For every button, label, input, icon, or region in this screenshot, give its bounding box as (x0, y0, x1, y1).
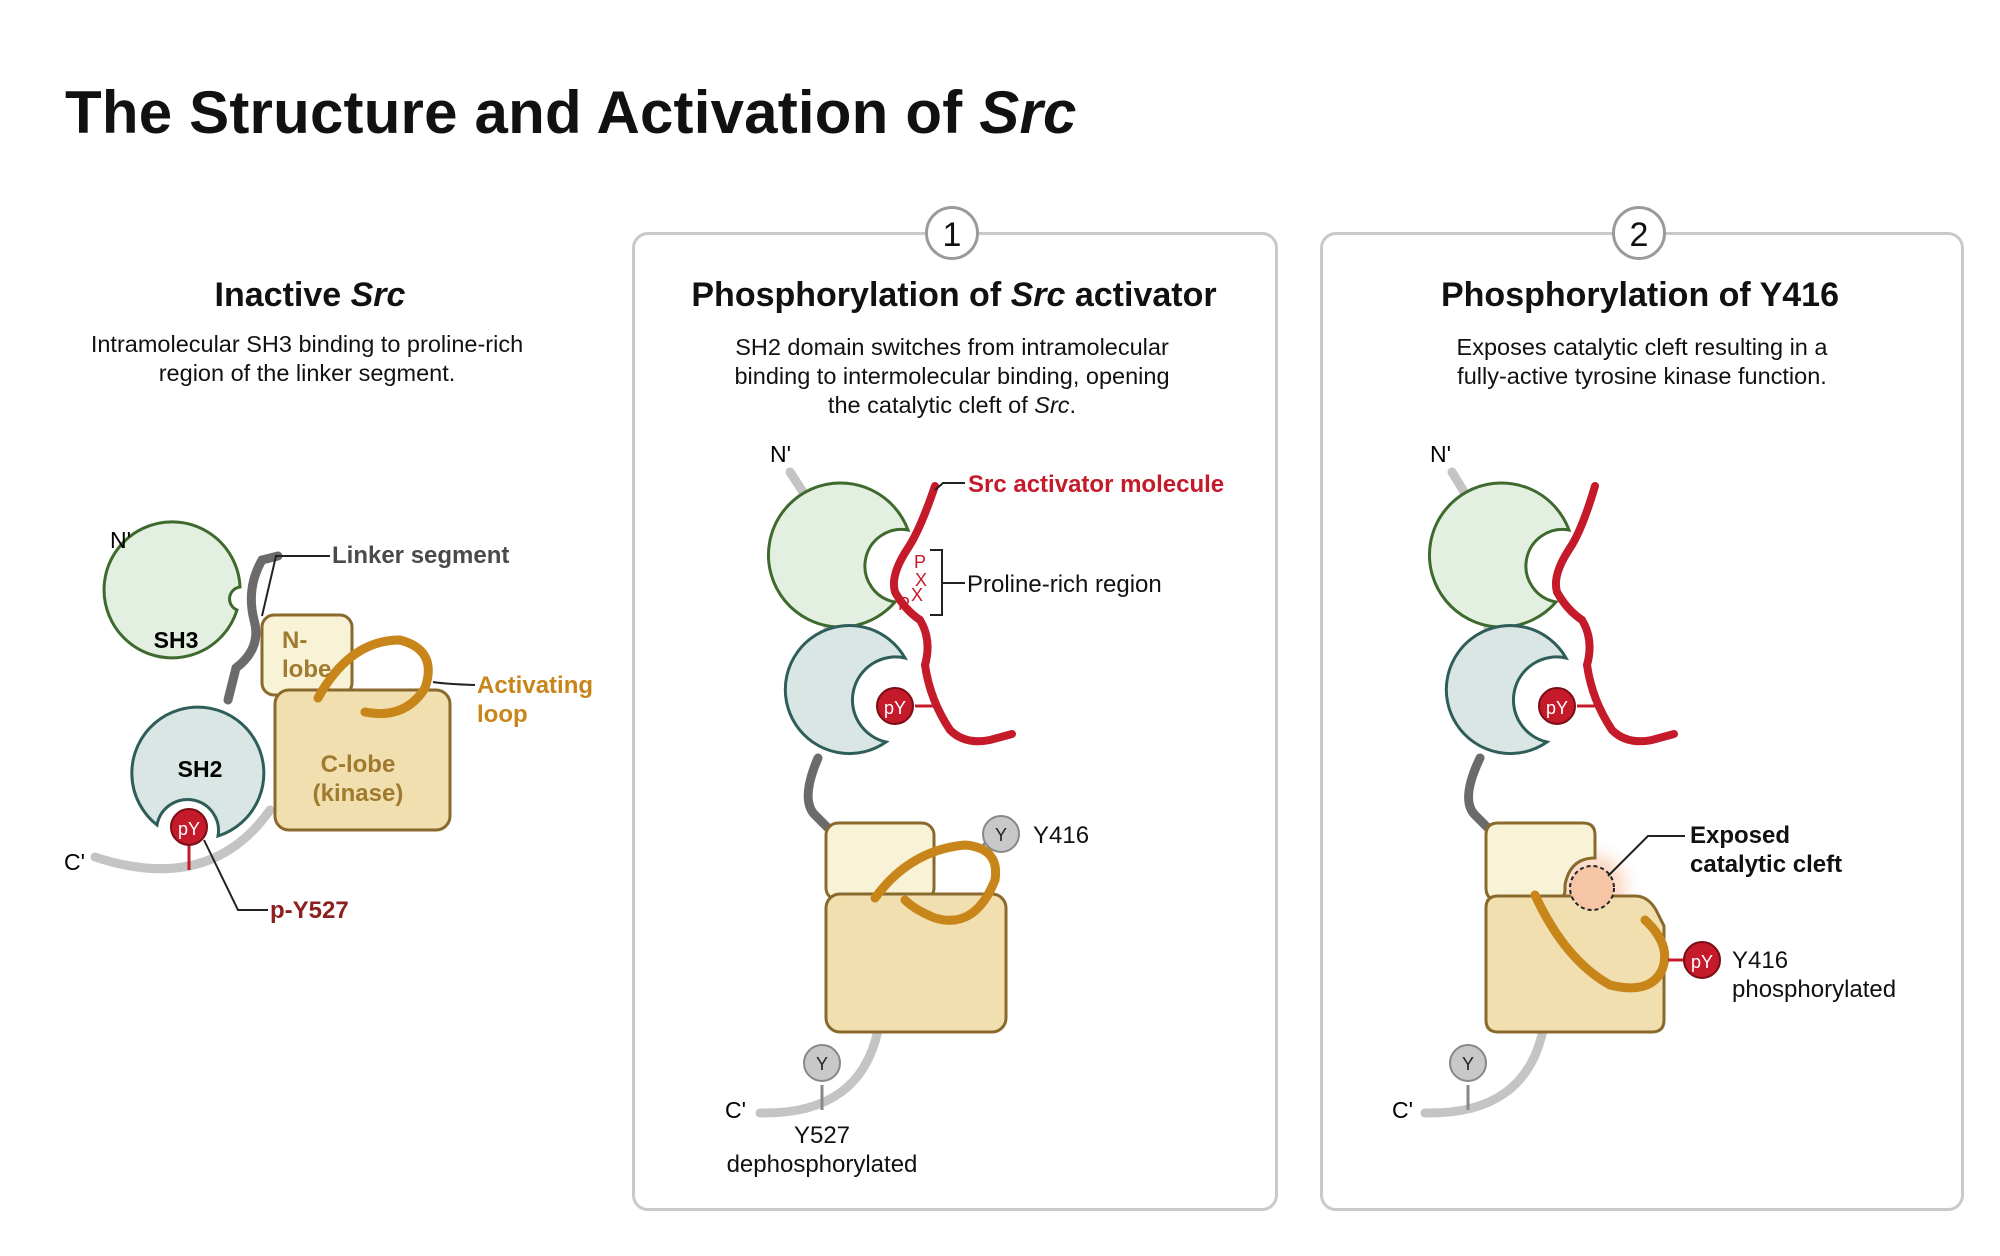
py527-text: pY (178, 819, 200, 839)
c-lobe-label-2: (kinase) (313, 780, 404, 807)
activator-leader (934, 482, 965, 491)
panel-2-y527-node (1449, 1044, 1487, 1082)
c-terminal-tail (90, 805, 275, 874)
sh3-domain (102, 520, 242, 660)
panel-1-py-node (876, 687, 914, 725)
panel-2-y527-text: Y (1462, 1054, 1474, 1074)
activating-loop-label-1: Activating (477, 672, 593, 699)
page-title: The Structure and Activation of Src (65, 79, 1077, 146)
step-badge-1: 1 (925, 206, 979, 260)
panel-0-c-term: C' (64, 849, 85, 875)
panel-0-title: Inactive Src (214, 276, 406, 314)
panel-1-y527-label-2: dephosphorylated (727, 1151, 918, 1178)
panel-1-title: Phosphorylation of Src activator (691, 276, 1217, 314)
cleft-label-1: Exposed (1690, 822, 1790, 849)
panel-2-c-lobe (1484, 894, 1666, 1034)
panel-1-c-term: C' (725, 1097, 746, 1123)
cleft-leader (1607, 835, 1685, 877)
panel-2-y416-label-1: Y416 (1732, 947, 1788, 974)
n-lobe-label-2: lobe (282, 656, 331, 683)
panel-1-c-lobe (824, 892, 1008, 1034)
panel-2-n-terminal-stub (1447, 467, 1471, 500)
panel-1-py-text: pY (884, 698, 906, 718)
proline-p-2: P (898, 594, 910, 614)
sh2-domain (130, 705, 266, 839)
panel-1-n-term: N' (770, 441, 791, 467)
cleft-label-2: catalytic cleft (1690, 851, 1842, 878)
panel-0-n-term: N' (110, 527, 131, 553)
panel-1-c-terminal-tail (755, 1025, 883, 1118)
panel-0-desc: Intramolecular SH3 binding to proline-ri… (90, 331, 524, 386)
panel-1-sh2-domain (783, 624, 908, 756)
panel-1-y416-text: Y (995, 825, 1007, 845)
panel-2-y416-label-2: phosphorylated (1732, 976, 1896, 1003)
panel-1-y527-node (803, 1044, 841, 1082)
panel-2-py416-node (1683, 941, 1721, 979)
c-lobe-kinase (273, 688, 452, 832)
linker-leader (261, 555, 330, 617)
n-lobe-label-1: N- (282, 627, 307, 654)
panel-1-n-terminal-stub (785, 467, 810, 500)
panel-1-diagram: N' C' pY Y Y P X X P Src activator molec… (725, 441, 1224, 1178)
panel-2-py-node (1538, 687, 1576, 725)
activating-leader (432, 681, 476, 686)
proline-bracket (930, 549, 943, 616)
panel-2-diagram: N' C' pY pY Y Exposed catalytic cleft Y4… (1392, 441, 1896, 1123)
proline-label: Proline-rich region (967, 571, 1162, 598)
sh3-label: SH3 (154, 627, 199, 653)
sh2-label: SH2 (178, 756, 223, 782)
panel-0-diagram: N' C' SH3 SH2 N- lobe C-lobe (kinase) pY… (64, 520, 593, 924)
panel-2-py416-text: pY (1691, 952, 1713, 972)
panel-1-y416-label: Y416 (1033, 822, 1089, 849)
panel-2-py-text: pY (1546, 698, 1568, 718)
panel-1-sh3-domain (766, 481, 911, 629)
step-badge-2: 2 (1612, 206, 1666, 260)
panel-2-sh2-domain (1444, 624, 1569, 756)
py527-leader (203, 839, 268, 911)
proline-x-2: X (911, 585, 923, 605)
panel-2-sh3-domain (1427, 481, 1572, 629)
activating-loop-label-2: loop (477, 701, 528, 728)
panel-2-activator-molecule (1551, 482, 1678, 746)
linker-segment (223, 551, 283, 705)
py527-node (170, 808, 208, 846)
linker-label: Linker segment (332, 542, 509, 569)
activating-loop (313, 635, 433, 719)
catalytic-cleft (1569, 865, 1615, 911)
proline-x-1: X (915, 570, 927, 590)
c-lobe-label-1: C-lobe (321, 751, 396, 778)
panel-1-activating-loop (870, 840, 1001, 925)
panel-1-y527-label-1: Y527 (794, 1122, 850, 1149)
panel-1-y527-text: Y (816, 1054, 828, 1074)
panel-2-c-terminal-tail (1420, 1025, 1548, 1118)
src-activator-molecule (889, 482, 1016, 746)
py527-label: p-Y527 (270, 897, 349, 924)
panel-1-y416-node (982, 815, 1020, 853)
panel-2-title: Phosphorylation of Y416 (1440, 276, 1839, 314)
proline-p-1: P (914, 552, 926, 572)
panel-2-activating-loop (1530, 890, 1670, 993)
panel-2-n-term: N' (1430, 441, 1451, 467)
activator-label: Src activator molecule (968, 471, 1224, 498)
panel-2-c-term: C' (1392, 1097, 1413, 1123)
